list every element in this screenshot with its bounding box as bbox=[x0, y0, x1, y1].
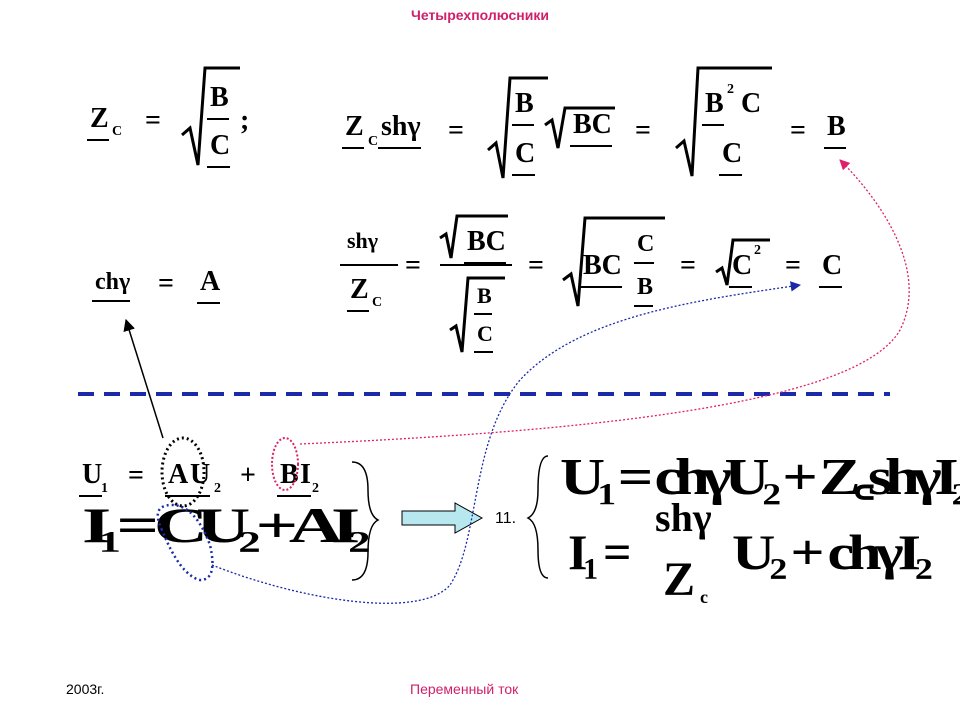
footer-year: 2003г. bbox=[66, 681, 105, 697]
implies-arrow-icon bbox=[401, 502, 484, 534]
circle-A bbox=[160, 436, 206, 508]
arrow-to-ch bbox=[123, 318, 164, 439]
equation-number: 11. bbox=[495, 510, 517, 527]
brace-left bbox=[526, 455, 549, 579]
footer-topic: Переменный ток bbox=[410, 681, 519, 697]
brace-right bbox=[351, 461, 380, 581]
slide-title: Четырехполюсники bbox=[411, 7, 549, 23]
radical-signs bbox=[181, 66, 772, 353]
arrow-to-B-result bbox=[299, 159, 910, 445]
circle-C bbox=[156, 503, 214, 582]
arrow-to-C-result bbox=[211, 281, 802, 604]
circle-B bbox=[271, 437, 299, 491]
